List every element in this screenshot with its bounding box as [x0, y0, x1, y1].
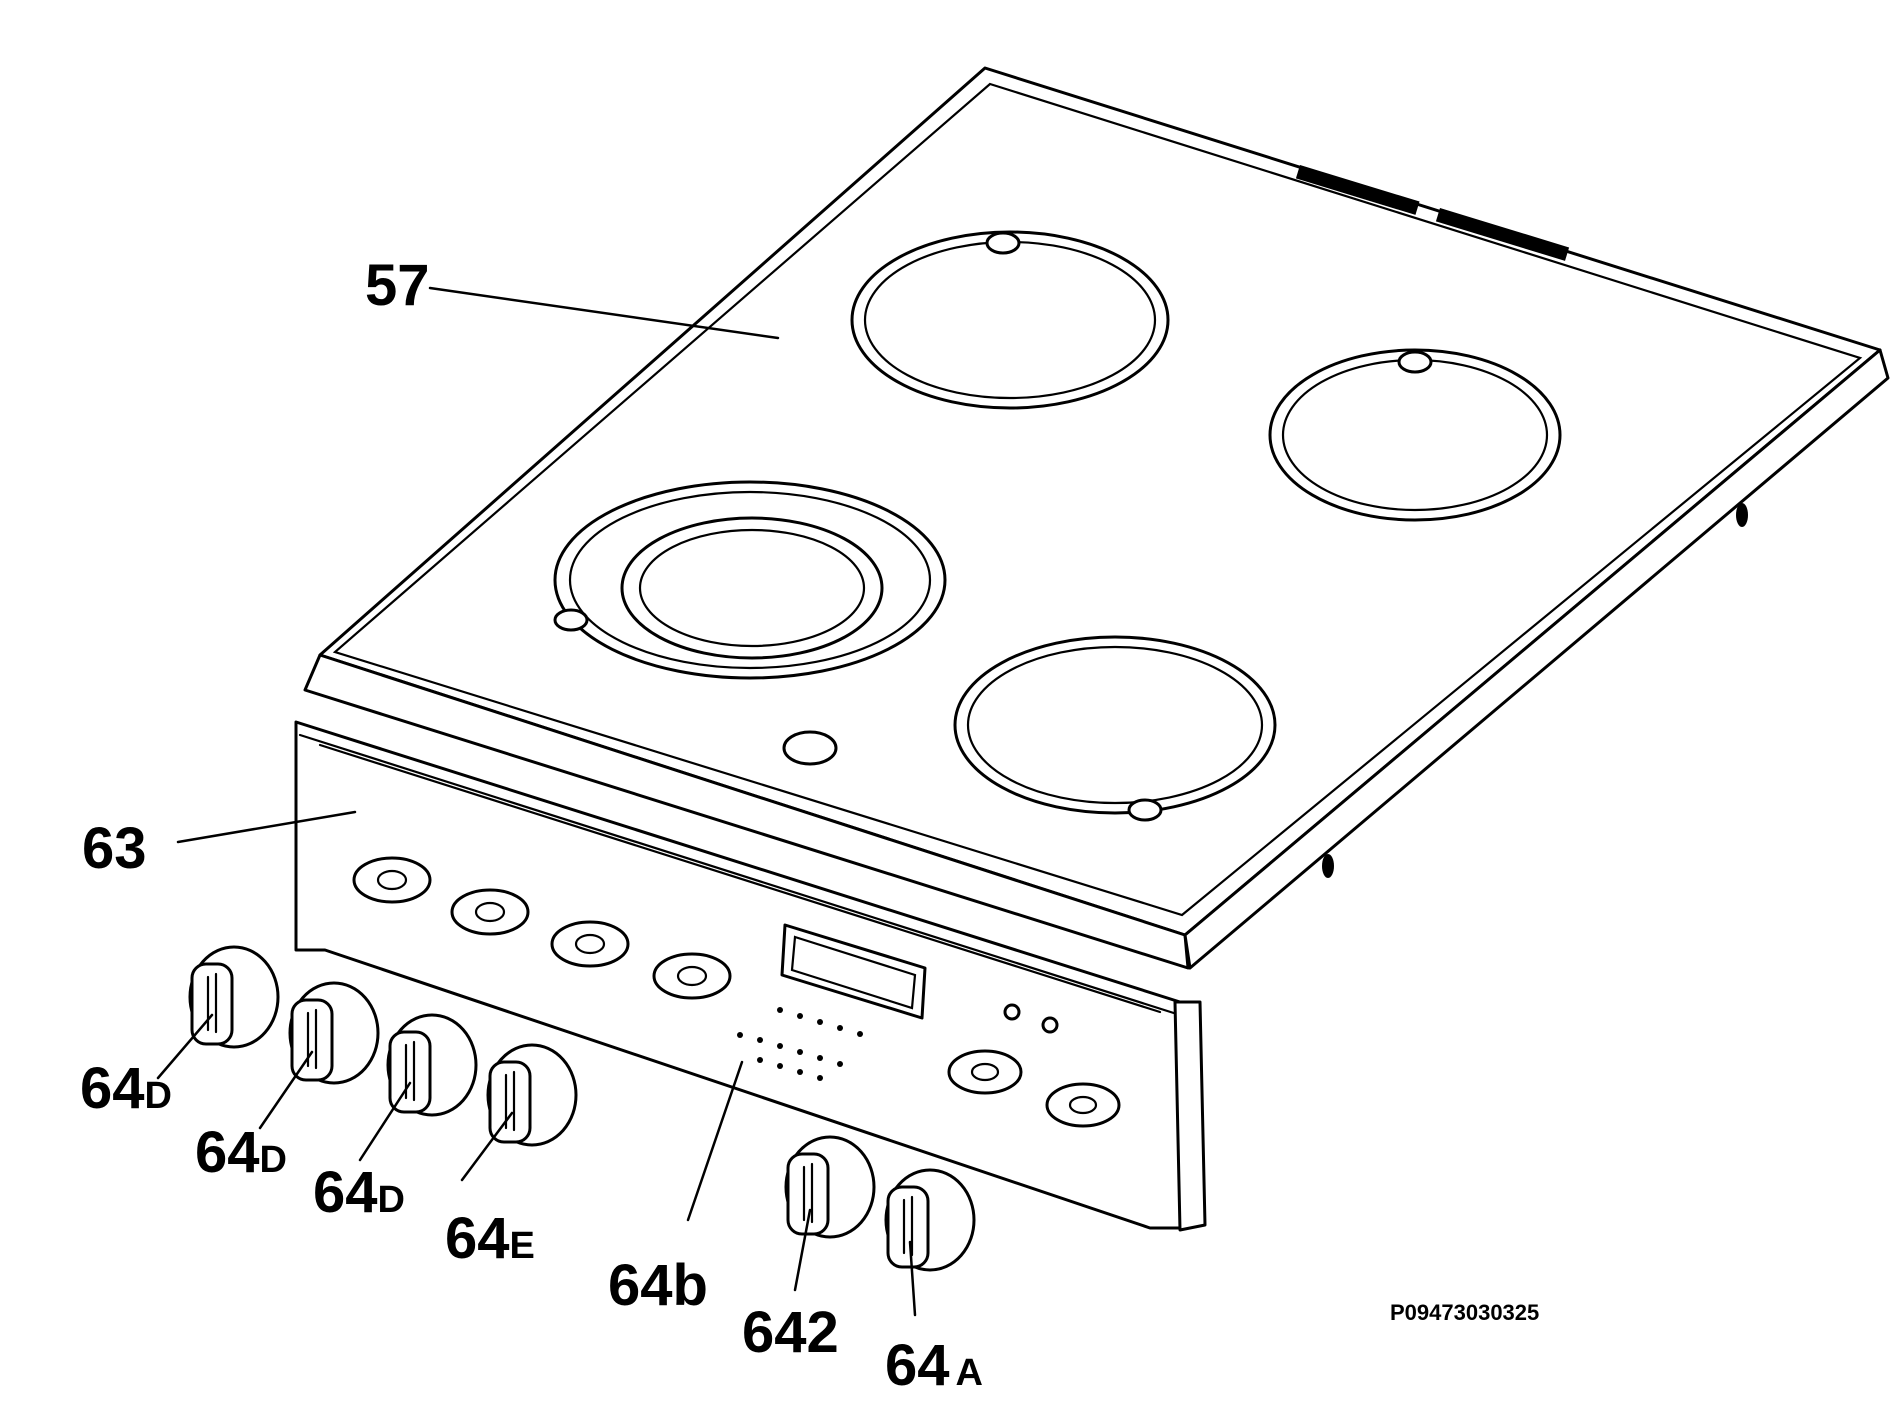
label-63: 63: [82, 816, 147, 881]
cooking-zones: [553, 230, 1562, 822]
label-64b: 64b: [608, 1253, 708, 1318]
indicator-dots-64b: [737, 1007, 863, 1081]
label-642: 642: [742, 1300, 839, 1365]
knob-64A: [884, 1168, 976, 1272]
leader-lines: [156, 286, 917, 1317]
label-64E: 64E: [445, 1206, 535, 1271]
display-window: [780, 923, 927, 1020]
screw-icon: [1736, 503, 1748, 527]
cooking-zone-front-left-dual: [553, 480, 947, 680]
label-57: 57: [365, 253, 430, 318]
hob-top-57: [303, 66, 1890, 970]
label-64D-3: 64D: [313, 1160, 405, 1225]
vent-slot: [1435, 207, 1570, 261]
label-64D-2: 64D: [195, 1120, 287, 1185]
vent-slot: [1295, 165, 1420, 215]
control-panel-63: [294, 720, 1207, 1232]
cooking-zone-rear-right: [1268, 348, 1562, 522]
knob-mounts: [352, 856, 1121, 1128]
cooking-zone-rear-left: [850, 230, 1170, 410]
knob-642: [784, 1135, 876, 1239]
knob-64D-1: [188, 945, 280, 1049]
cooking-zone-front-right: [953, 635, 1277, 822]
screw-icon: [1322, 854, 1334, 878]
label-64D-1: 64D: [80, 1056, 172, 1121]
indicator-light-hob: [782, 730, 838, 766]
knob-64E: [486, 1043, 578, 1147]
knob-64D-3: [386, 1013, 478, 1117]
knob-64D-2: [288, 981, 380, 1085]
part-code: P09473030325: [1390, 1300, 1539, 1325]
